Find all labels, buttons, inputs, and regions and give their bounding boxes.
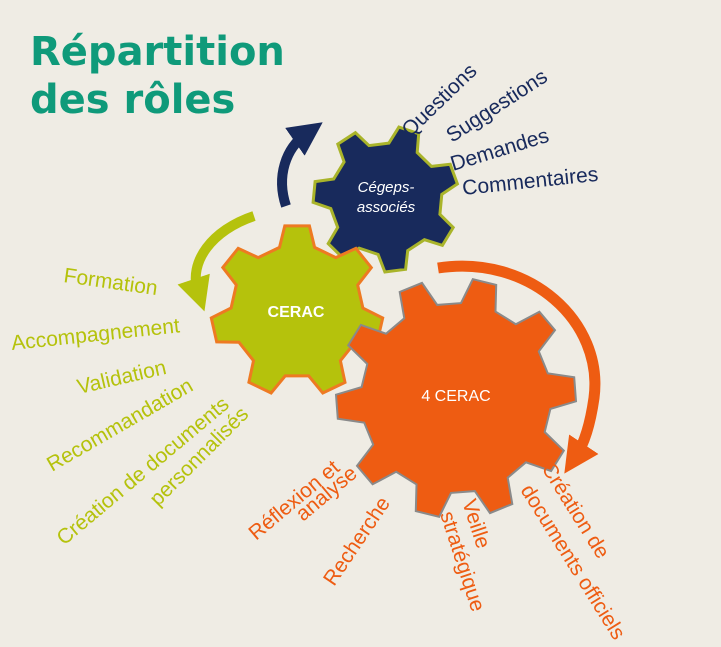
title-line-2: des rôles	[30, 77, 236, 123]
item-accompagnement: Accompagnement	[10, 314, 181, 355]
arrow-to-four-cerac	[437, 260, 601, 474]
gear-cerac: CERAC	[209, 224, 385, 395]
item-recherche: Recherche	[319, 493, 395, 590]
gear-cegeps-label-1: Cégeps-	[358, 179, 415, 196]
item-commentaires: Commentaires	[461, 163, 599, 200]
gear-four-cerac: 4 CERAC	[334, 278, 578, 518]
title-line-1: Répartition	[30, 29, 285, 75]
item-formation: Formation	[62, 264, 159, 300]
arrow-to-cerac	[177, 211, 256, 312]
gear-four-cerac-label: 4 CERAC	[421, 388, 490, 405]
gear-cegeps: Cégeps- associés	[311, 125, 460, 274]
gear-cerac-label: CERAC	[268, 304, 325, 321]
arrow-to-cegeps	[277, 122, 323, 208]
gear-cegeps-label-2: associés	[357, 199, 416, 216]
